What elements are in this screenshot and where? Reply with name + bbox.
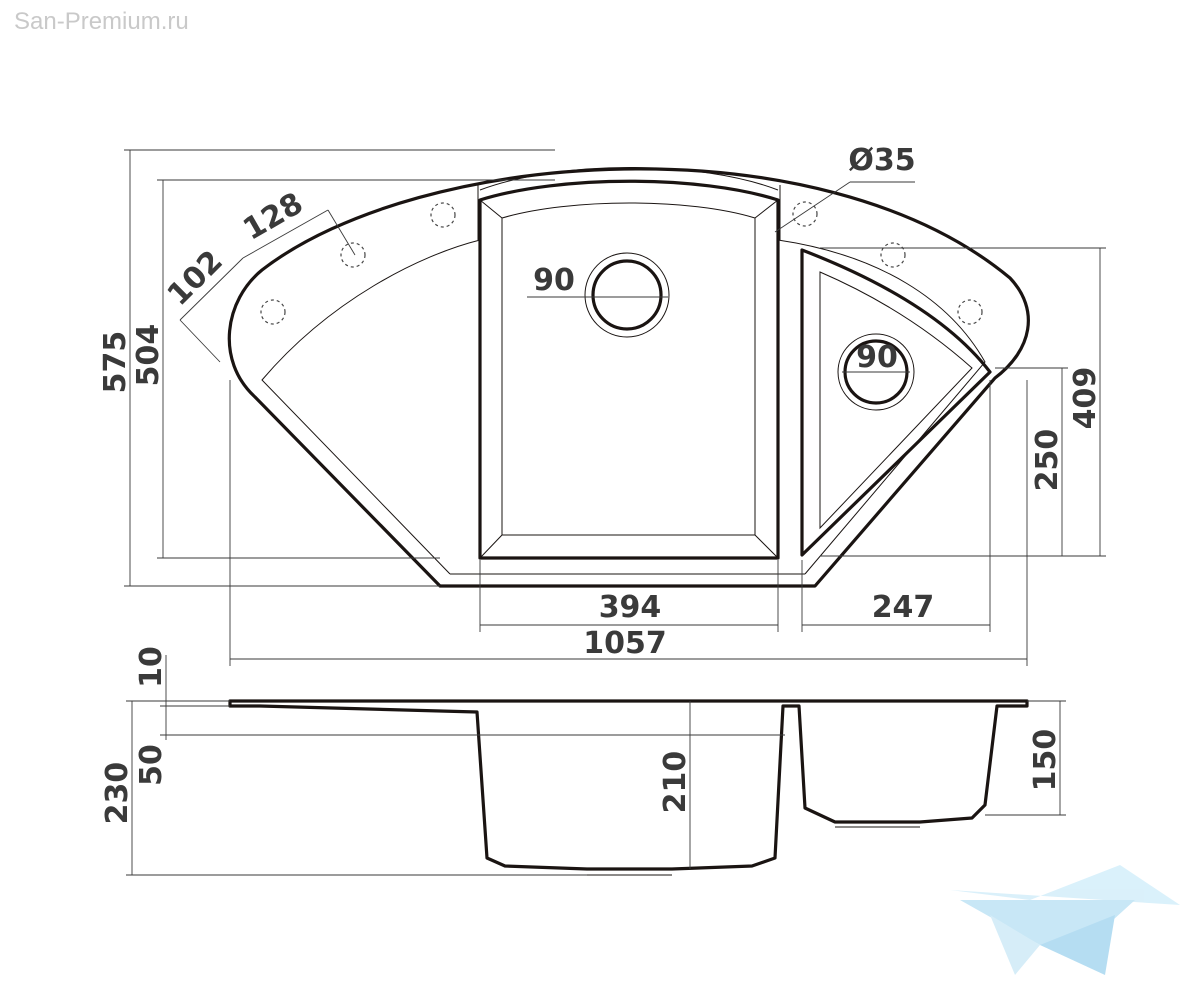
sink-outer-contour — [227, 167, 1030, 588]
total-height-label: 230 — [100, 762, 135, 825]
main-drain-label: 90 — [533, 263, 575, 298]
site-watermark: San-Premium.ru — [14, 8, 189, 35]
hole-spacing-label-b: 102 — [161, 244, 230, 313]
small-bowl-width-label: 247 — [872, 590, 935, 625]
side-dimension-lines — [126, 655, 1066, 876]
tap-hole-icon — [260, 299, 286, 325]
overflow-offset-label: 50 — [134, 744, 169, 786]
sink-deck-line — [261, 239, 481, 575]
sink-deck-line-right — [777, 239, 986, 575]
main-bowl-depth-label: 210 — [658, 751, 693, 814]
small-drain-outer — [837, 333, 915, 411]
main-bowl-inner — [501, 202, 756, 536]
small-bowl-outline — [800, 248, 992, 557]
inner-depth-label: 504 — [131, 324, 166, 387]
main-bowl-outline — [478, 179, 780, 560]
brand-logo-icon — [950, 865, 1180, 975]
side-profile — [228, 699, 1029, 871]
top-dimension-lines — [124, 149, 1106, 666]
tap-hole-icon — [792, 201, 818, 227]
total-depth-label: 575 — [98, 331, 133, 394]
main-bowl-width-label: 394 — [599, 590, 662, 625]
total-width-label: 1057 — [583, 626, 667, 661]
small-bowl-depth-label: 150 — [1028, 729, 1063, 792]
rim-thickness-label: 10 — [134, 646, 169, 688]
tap-hole-icon — [340, 242, 366, 268]
main-drain-outer — [584, 252, 670, 338]
small-bowl-inner — [819, 271, 973, 530]
small-drain-label: 90 — [856, 340, 898, 375]
main-bowl-corners — [479, 199, 779, 559]
tap-hole-icon — [430, 202, 456, 228]
main-drain — [591, 259, 663, 331]
side-view: 10 50 230 210 150 — [100, 646, 1066, 876]
hole-spacing-label-a: 128 — [237, 186, 309, 248]
top-view: Ø35 128 102 90 90 575 504 409 250 394 24… — [98, 143, 1106, 666]
hole-diameter-label: Ø35 — [848, 143, 915, 178]
rim-sides — [477, 185, 781, 240]
tap-hole-icon — [957, 299, 983, 325]
tap-hole-icon — [880, 242, 906, 268]
right-height-label: 409 — [1068, 367, 1103, 430]
small-bowl-height-label: 250 — [1030, 429, 1065, 492]
rim-arc — [479, 167, 779, 191]
